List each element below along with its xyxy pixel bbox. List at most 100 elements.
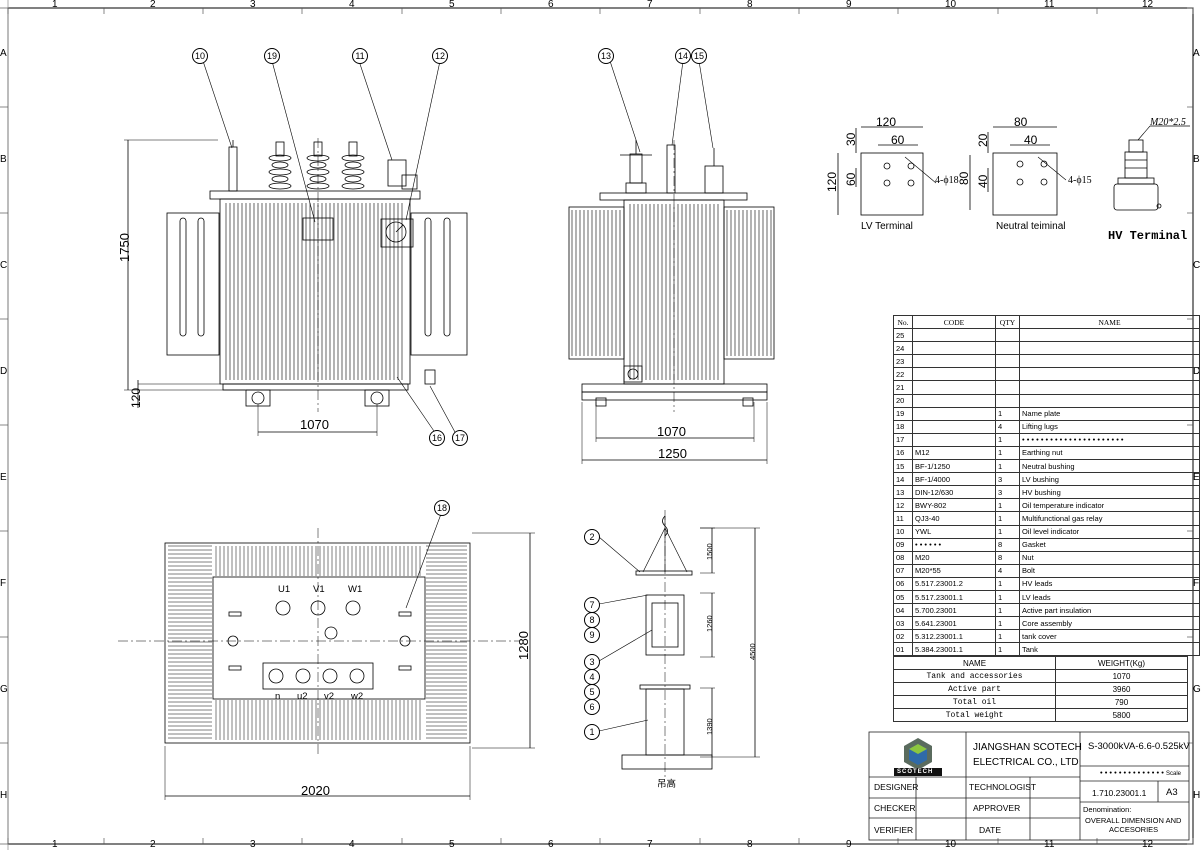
label-w2: w2 (351, 691, 364, 702)
grid-col-2-bot: 2 (150, 839, 156, 850)
parts-cell: 3 (995, 485, 1020, 500)
parts-cell: 09 (893, 537, 913, 552)
grid-col-5-top: 5 (449, 0, 455, 10)
parts-cell: 14 (893, 472, 913, 487)
lv-dim-60: 60 (891, 133, 905, 147)
grid-col-1-bot: 1 (52, 839, 58, 850)
parts-cell: 11 (893, 511, 913, 526)
lifting-height-label: 吊高 (657, 779, 677, 790)
parts-cell: M20*55 (912, 563, 996, 578)
parts-cell (1019, 341, 1200, 356)
parts-cell: Bolt (1019, 563, 1200, 578)
parts-cell: Nut (1019, 550, 1200, 565)
parts-cell: 4 (995, 563, 1020, 578)
neutral-terminal-title: Neutral teiminal (996, 221, 1066, 232)
designer-label: DESIGNER (874, 782, 919, 792)
callout-11: 11 (352, 48, 368, 64)
grid-col-3-bot: 3 (250, 839, 256, 850)
parts-cell: 1 (995, 445, 1020, 461)
drawing-number: 1.710.23001.1 (1092, 788, 1147, 798)
grid-row-B-right: B (1193, 154, 1200, 165)
weight-cell: 1070 (1055, 669, 1188, 683)
grid-row-H-left: H (0, 790, 8, 801)
parts-cell: HV bushing (1019, 485, 1200, 500)
grid-col-10-top: 10 (945, 0, 957, 10)
parts-cell: 5.312.23001.1 (912, 629, 996, 644)
parts-cell: 3 (995, 472, 1020, 487)
label-w1: W1 (348, 584, 363, 595)
parts-cell (1019, 328, 1200, 343)
grid-row-G-right: G (1193, 684, 1201, 695)
parts-cell: YWL (912, 524, 996, 539)
lv-dim-30: 30 (844, 132, 858, 146)
parts-cell: 13 (893, 485, 913, 500)
grid-col-9-top: 9 (846, 0, 852, 10)
side-outer-width-dim: 1250 (658, 446, 687, 461)
parts-cell: 05 (893, 589, 913, 605)
callout-13: 13 (598, 48, 614, 64)
parts-cell: 1 (995, 576, 1020, 591)
parts-cell (1019, 367, 1200, 382)
parts-cell (995, 393, 1020, 408)
neutral-holes: 4-ϕ15 (1068, 175, 1092, 186)
parts-cell: M12 (912, 445, 996, 461)
parts-row: 20 (893, 393, 1200, 408)
parts-cell (995, 341, 1020, 356)
parts-row: 24 (893, 341, 1200, 356)
callout-10: 10 (192, 48, 208, 64)
grid-col-7-top: 7 (647, 0, 653, 10)
company-line-2: ELECTRICAL CO., LTD (973, 757, 1079, 768)
grid-col-11-bot: 11 (1044, 839, 1055, 850)
callout-9: 9 (584, 627, 600, 643)
neutral-dim-40: 40 (1024, 133, 1038, 147)
grid-col-11-top: 11 (1044, 0, 1055, 10)
weight-cell: Tank and accessories (893, 669, 1056, 683)
grid-col-4-bot: 4 (349, 839, 355, 850)
parts-cell: tank cover (1019, 629, 1200, 644)
parts-row: 21 (893, 380, 1200, 395)
front-base-dim: 120 (129, 387, 143, 408)
parts-cell: 16 (893, 445, 913, 461)
sheet-size: A3 (1166, 787, 1178, 798)
parts-cell: Neutral bushing (1019, 459, 1200, 474)
parts-cell: 12 (893, 498, 913, 513)
callout-2: 2 (584, 529, 600, 545)
parts-cell: 23 (893, 354, 913, 369)
callout-7: 7 (584, 597, 600, 613)
side-inner-width-dim: 1070 (657, 424, 686, 439)
parts-cell: 02 (893, 629, 913, 644)
parts-cell: NAME (1019, 314, 1200, 330)
grid-row-H-right: H (1193, 790, 1201, 801)
callout-3: 3 (584, 654, 600, 670)
callout-14: 14 (675, 48, 691, 64)
parts-cell: Lifting lugs (1019, 419, 1200, 434)
parts-cell: Active part insulation (1019, 603, 1200, 618)
parts-cell: CODE (912, 314, 996, 330)
grid-col-9-bot: 9 (846, 839, 852, 850)
hv-thread: M20*2.5 (1150, 117, 1186, 128)
verifier-label: VERIFIER (874, 825, 914, 835)
top-view (118, 513, 535, 800)
parts-cell: 1 (995, 459, 1020, 474)
parts-cell: 24 (893, 341, 913, 356)
grid-col-12-top: 12 (1142, 0, 1154, 10)
parts-cell (995, 354, 1020, 369)
section-dim-1390: 1390 (705, 718, 714, 735)
parts-cell: 5.384.23001.1 (912, 642, 996, 657)
grid-row-D-left: D (0, 366, 8, 377)
parts-cell: BWY-802 (912, 498, 996, 513)
parts-cell: 5.700.23001 (912, 603, 996, 618)
